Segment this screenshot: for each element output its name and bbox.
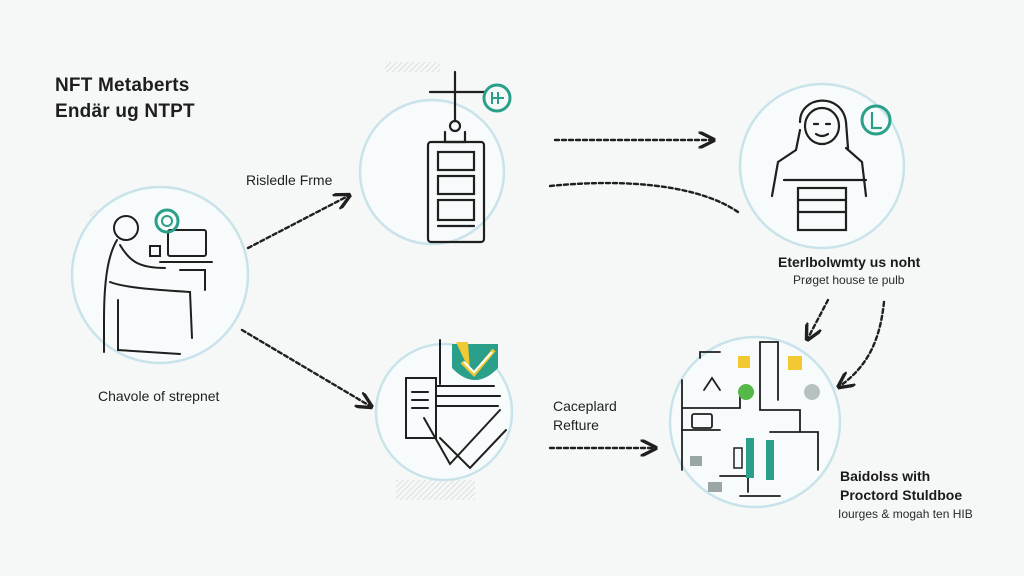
label-caceplard-2: Refture xyxy=(553,417,599,433)
label-baidolss-sub: Iourges & mogah ten HIB xyxy=(838,507,973,521)
globe-badge-icon xyxy=(154,208,180,234)
node-dashboard xyxy=(668,335,842,509)
label-caceplard-1: Caceplard xyxy=(553,398,617,414)
hatch-tape xyxy=(385,62,440,72)
node-cabinet xyxy=(358,62,512,246)
teal-badge-icon xyxy=(482,83,512,113)
diagram-title-line2: Endär ug NTPT xyxy=(55,101,195,122)
label-eterl-title: Eterlbolwmty us noht xyxy=(778,254,921,270)
connectors xyxy=(240,140,886,448)
circle-frame xyxy=(668,335,842,509)
label-baidolss-2: Proctord Stuldboe xyxy=(840,487,963,503)
label-risledle-frame: Risledle Frme xyxy=(246,172,333,188)
label-baidolss-1: Baidolss with xyxy=(840,468,931,484)
arrow-node1-to-node4 xyxy=(240,328,370,406)
teal-badge-icon xyxy=(860,104,892,136)
diagram-title-line1: NFT Metaberts xyxy=(55,75,190,96)
node-documents xyxy=(374,339,514,500)
person-at-laptop-icon xyxy=(103,215,213,355)
document-stack-icon xyxy=(405,339,507,470)
hatch-tape xyxy=(396,480,475,500)
label-eterl-sub: Prøget house te pulb xyxy=(793,273,905,287)
label-chavole: Chavole of strepnet xyxy=(98,388,220,404)
arrow-node3-to-node5-a xyxy=(808,298,830,338)
arrow-node3-to-node5-b xyxy=(840,300,886,386)
node-person-laptop xyxy=(70,185,250,365)
person-icon xyxy=(770,99,868,232)
node-person xyxy=(738,82,906,250)
cabinet-icon xyxy=(426,70,487,244)
shield-check-icon xyxy=(452,342,498,380)
connector-node2-node3 xyxy=(548,181,740,214)
arrow-node1-to-node2 xyxy=(246,196,348,250)
circle-frame xyxy=(358,98,506,246)
dashboard-icon xyxy=(681,341,819,497)
